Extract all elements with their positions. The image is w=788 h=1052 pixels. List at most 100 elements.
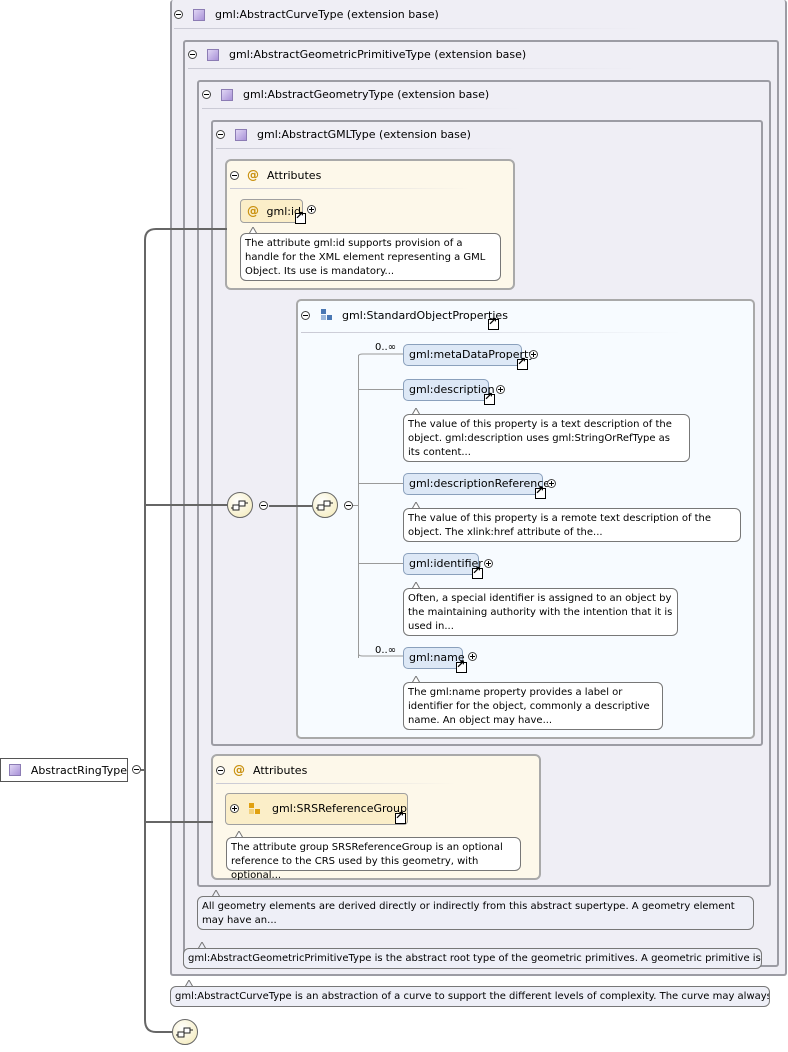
sequence-icon xyxy=(231,500,248,511)
collapse-icon[interactable] xyxy=(202,90,211,99)
collapse-icon[interactable] xyxy=(216,130,225,139)
branch-identifier xyxy=(358,563,403,564)
abstract-gml-type-label: gml:AbstractGMLType (extension base) xyxy=(257,128,471,141)
callout-tail xyxy=(184,980,194,987)
complex-type-icon xyxy=(207,48,219,61)
sequence-icon xyxy=(316,500,333,511)
header-divider xyxy=(202,108,522,109)
abstract-ring-type-label: AbstractRingType xyxy=(30,763,127,777)
standard-object-properties-header: gml:StandardObjectProperties xyxy=(301,308,508,322)
attributes-gml-header: @ Attributes xyxy=(230,168,321,182)
callout-tail xyxy=(411,408,421,415)
abstract-gml-type-header: gml:AbstractGMLType (extension base) xyxy=(216,128,471,141)
sequence-compositor-outer[interactable] xyxy=(227,492,253,518)
name-element[interactable]: gml:name xyxy=(403,647,465,669)
abstract-geometric-primitive-type-doc: gml:AbstractGeometricPrimitiveType is th… xyxy=(183,948,762,969)
attributes-geometry-header: @ Attributes xyxy=(216,763,307,777)
expand-icon[interactable] xyxy=(529,350,538,359)
abstract-geometric-primitive-type-header: gml:AbstractGeometricPrimitiveType (exte… xyxy=(188,48,526,61)
header-divider xyxy=(230,188,470,189)
collapse-icon[interactable] xyxy=(344,501,353,510)
element-label: gml:name xyxy=(409,651,465,664)
collapse-icon[interactable] xyxy=(216,765,225,775)
attributes-gml-label: Attributes xyxy=(267,168,322,182)
expand-icon[interactable] xyxy=(307,205,316,214)
expand-icon[interactable] xyxy=(496,385,505,394)
expand-icon[interactable] xyxy=(230,804,239,813)
collapse-icon[interactable] xyxy=(230,170,239,180)
abstract-curve-type-doc: gml:AbstractCurveType is an abstraction … xyxy=(170,986,770,1007)
element-label: gml:description xyxy=(409,383,495,396)
gml-id-doc: The attribute gml:id supports provision … xyxy=(240,233,501,281)
element-label: gml:identifier xyxy=(409,557,483,570)
collapse-icon[interactable] xyxy=(132,765,141,774)
branch-description xyxy=(358,389,403,390)
abstract-curve-type-label: gml:AbstractCurveType (extension base) xyxy=(215,8,439,21)
header-divider xyxy=(188,68,638,69)
collapse-icon[interactable] xyxy=(259,501,268,510)
callout-tail xyxy=(411,676,421,683)
srs-reference-group-label: gml:SRSReferenceGroup xyxy=(272,802,407,815)
attribute-group-icon xyxy=(249,803,260,814)
link-icon[interactable] xyxy=(488,315,499,330)
sequence-icon xyxy=(176,1027,193,1038)
gml-id-attribute[interactable]: @ gml:id xyxy=(240,199,303,223)
attribute-icon: @ xyxy=(247,204,259,218)
abstract-geometric-primitive-type-label: gml:AbstractGeometricPrimitiveType (exte… xyxy=(229,48,527,61)
sequence-compositor-bottom[interactable] xyxy=(172,1019,198,1045)
callout-tail xyxy=(411,582,421,589)
description-doc: The value of this property is a text des… xyxy=(403,414,690,462)
description-reference-element[interactable]: gml:descriptionReference xyxy=(403,473,550,495)
link-icon[interactable] xyxy=(456,658,467,673)
expand-icon[interactable] xyxy=(484,559,493,568)
abstract-geometry-type-doc: All geometry elements are derived direct… xyxy=(197,896,754,930)
sequence-branch-corners xyxy=(358,353,403,657)
gml-id-label: gml:id xyxy=(266,205,302,218)
callout-tail xyxy=(197,942,207,949)
expand-icon[interactable] xyxy=(468,652,477,661)
collapse-icon[interactable] xyxy=(174,10,183,19)
header-divider xyxy=(216,783,456,784)
link-icon[interactable] xyxy=(295,209,306,224)
complex-type-icon xyxy=(193,8,205,21)
attribute-icon: @ xyxy=(233,763,245,777)
branch-to-compositor xyxy=(352,505,359,506)
sequence-branch-vertical xyxy=(358,355,359,658)
link-icon[interactable] xyxy=(484,390,495,405)
metadata-property-element[interactable]: gml:metaDataProperty xyxy=(403,344,535,366)
callout-tail xyxy=(211,890,221,897)
cardinality: 0..∞ xyxy=(375,645,397,656)
sequence-compositor-inner[interactable] xyxy=(312,492,338,518)
identifier-element[interactable]: gml:identifier xyxy=(403,553,483,575)
group-icon xyxy=(321,309,332,320)
callout-tail xyxy=(234,831,244,838)
header-divider xyxy=(216,148,516,149)
expand-icon[interactable] xyxy=(547,479,556,488)
attribute-icon: @ xyxy=(247,168,259,182)
header-divider xyxy=(301,332,681,333)
abstract-geometry-type-label: gml:AbstractGeometryType (extension base… xyxy=(243,88,490,101)
srs-reference-group[interactable]: gml:SRSReferenceGroup xyxy=(225,793,408,825)
link-icon[interactable] xyxy=(395,809,406,824)
complex-type-icon xyxy=(221,88,233,101)
collapse-icon[interactable] xyxy=(188,50,197,59)
element-label: gml:descriptionReference xyxy=(409,477,551,490)
abstract-curve-type-header: gml:AbstractCurveType (extension base) xyxy=(174,8,439,21)
srs-reference-group-doc: The attribute group SRSReferenceGroup is… xyxy=(226,837,521,881)
header-divider xyxy=(174,28,644,29)
attributes-geometry-label: Attributes xyxy=(253,763,308,777)
identifier-doc: Often, a special identifier is assigned … xyxy=(403,588,678,636)
link-icon[interactable] xyxy=(535,484,546,499)
callout-tail xyxy=(248,227,258,234)
description-element[interactable]: gml:description xyxy=(403,379,495,401)
collapse-icon[interactable] xyxy=(301,310,310,320)
compositor-link xyxy=(269,505,312,507)
link-icon[interactable] xyxy=(472,564,483,579)
complex-type-icon xyxy=(9,764,21,776)
abstract-ring-type-root[interactable]: AbstractRingType xyxy=(0,758,128,782)
cardinality: 0..∞ xyxy=(375,342,397,353)
branch-description-reference xyxy=(358,483,403,484)
callout-tail xyxy=(411,502,421,509)
link-icon[interactable] xyxy=(517,355,528,370)
abstract-geometry-type-header: gml:AbstractGeometryType (extension base… xyxy=(202,88,489,101)
